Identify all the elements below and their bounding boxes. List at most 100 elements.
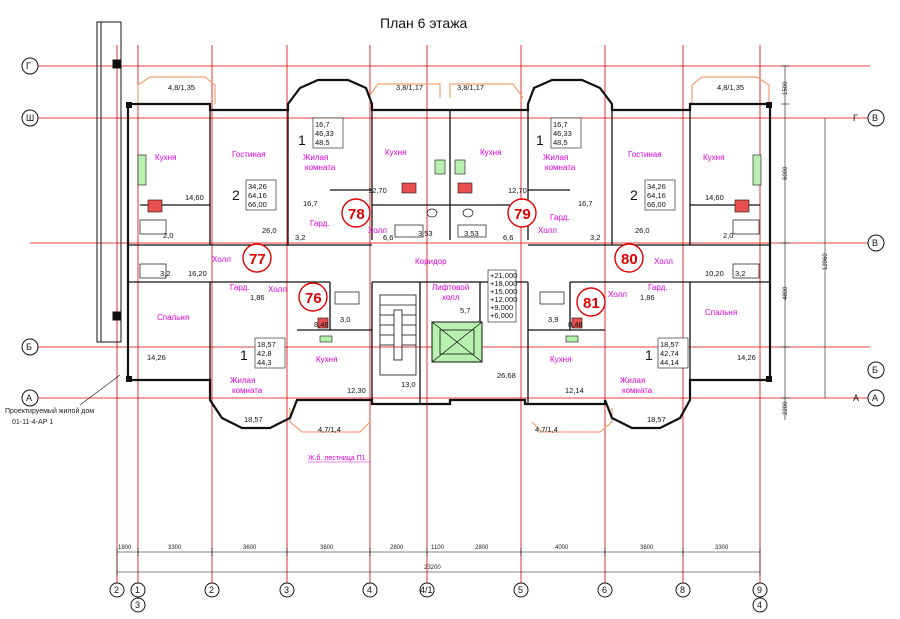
bathroom-fixtures bbox=[139, 208, 760, 305]
svg-text:комната: комната bbox=[305, 163, 336, 172]
adjacent-building bbox=[96, 21, 122, 343]
svg-text:78: 78 bbox=[348, 206, 365, 223]
room-areas: 14,60 2,0 3,2 16,20 14,26 26,0 3,2 16,7 … bbox=[147, 186, 756, 424]
svg-text:3,2: 3,2 bbox=[295, 233, 305, 242]
staircase bbox=[379, 294, 417, 376]
svg-text:01-11-4-АР 1: 01-11-4-АР 1 bbox=[12, 419, 53, 426]
svg-text:4,7/1,4: 4,7/1,4 bbox=[318, 425, 341, 434]
svg-text:2200: 2200 bbox=[783, 401, 789, 415]
svg-text:14,60: 14,60 bbox=[705, 193, 724, 202]
svg-text:+21,000: +21,000 bbox=[490, 271, 517, 280]
apartment-badge-78: 78 bbox=[341, 198, 371, 228]
svg-text:+9,000: +9,000 bbox=[490, 303, 513, 312]
svg-text:Коридор: Коридор bbox=[415, 257, 447, 266]
axis-bubbles-left: Г Ш Б А bbox=[21, 57, 39, 407]
apartment-badge-77: 77 bbox=[242, 243, 272, 273]
svg-text:2: 2 bbox=[114, 585, 119, 595]
svg-text:16,7: 16,7 bbox=[315, 120, 330, 129]
svg-text:3,53: 3,53 bbox=[418, 229, 433, 238]
svg-text:2800: 2800 bbox=[390, 545, 404, 551]
svg-text:9: 9 bbox=[757, 585, 762, 595]
svg-text:26,68: 26,68 bbox=[497, 371, 516, 380]
svg-text:14,60: 14,60 bbox=[185, 193, 204, 202]
svg-text:8,48: 8,48 bbox=[568, 320, 583, 329]
balconies bbox=[137, 76, 770, 433]
svg-text:5: 5 bbox=[518, 585, 523, 595]
svg-text:3,53: 3,53 bbox=[464, 229, 479, 238]
flat-type-boxes: 2 34,26 64,16 66,00 1 16,7 46,33 48,5 1 … bbox=[232, 117, 689, 369]
apartment-badges: 77 78 79 80 76 81 bbox=[242, 198, 644, 317]
svg-text:А: А bbox=[872, 393, 878, 403]
svg-text:Кухня: Кухня bbox=[480, 148, 501, 157]
svg-text:Б: Б bbox=[872, 365, 878, 375]
svg-text:2: 2 bbox=[209, 585, 214, 595]
notes: Проектируемый жилой дом 01-11-4-АР 1 Ж.б… bbox=[5, 374, 370, 463]
svg-text:13,0: 13,0 bbox=[401, 380, 416, 389]
svg-text:6000: 6000 bbox=[783, 166, 789, 180]
svg-text:2800: 2800 bbox=[475, 545, 489, 551]
svg-text:В: В bbox=[872, 238, 878, 248]
dimension-labels-bottom: 1800 3300 3600 3600 2800 1100 2800 4000 … bbox=[118, 545, 729, 571]
lift-shaft bbox=[431, 321, 483, 363]
svg-text:44,3: 44,3 bbox=[257, 358, 272, 367]
svg-text:Ш: Ш bbox=[26, 113, 34, 123]
svg-text:Ж.б. лестница П1: Ж.б. лестница П1 bbox=[308, 454, 366, 462]
svg-text:18,57: 18,57 bbox=[660, 340, 679, 349]
svg-text:6,6: 6,6 bbox=[503, 233, 513, 242]
svg-text:4: 4 bbox=[367, 585, 372, 595]
svg-text:4/1: 4/1 bbox=[420, 585, 433, 595]
svg-text:А: А bbox=[853, 393, 859, 403]
svg-text:3,2: 3,2 bbox=[735, 269, 745, 278]
svg-text:16,7: 16,7 bbox=[578, 199, 593, 208]
svg-text:23200: 23200 bbox=[424, 565, 441, 571]
svg-text:3: 3 bbox=[135, 600, 140, 610]
svg-text:В: В bbox=[872, 113, 878, 123]
svg-text:1: 1 bbox=[135, 585, 140, 595]
svg-text:+15,000: +15,000 bbox=[490, 287, 517, 296]
apartment-badge-76: 76 bbox=[298, 282, 328, 312]
svg-text:48,5: 48,5 bbox=[315, 138, 330, 147]
flat-type-box: 2 34,26 64,16 66,00 bbox=[630, 179, 676, 211]
svg-text:3600: 3600 bbox=[320, 545, 334, 551]
svg-text:Кухня: Кухня bbox=[385, 148, 406, 157]
svg-text:66,00: 66,00 bbox=[248, 200, 267, 209]
vent-shafts bbox=[147, 182, 750, 329]
svg-text:комната: комната bbox=[545, 163, 576, 172]
apartment-badge-81: 81 bbox=[576, 287, 606, 317]
dimension-labels-right: 1500 6000 12960 4800 2200 bbox=[783, 81, 829, 415]
svg-text:Гард.: Гард. bbox=[550, 213, 570, 222]
svg-text:14,26: 14,26 bbox=[737, 353, 756, 362]
svg-text:Кухня: Кухня bbox=[155, 153, 176, 162]
svg-text:77: 77 bbox=[249, 251, 266, 268]
svg-text:Гостиная: Гостиная bbox=[628, 150, 662, 159]
svg-text:4,8/1,35: 4,8/1,35 bbox=[717, 83, 744, 92]
svg-text:Кухня: Кухня bbox=[316, 355, 337, 364]
svg-text:81: 81 bbox=[583, 295, 600, 312]
svg-text:4000: 4000 bbox=[555, 545, 569, 551]
svg-text:Г: Г bbox=[853, 113, 858, 123]
dimension-lines-bottom bbox=[116, 548, 761, 576]
svg-text:Холл: Холл bbox=[368, 226, 387, 235]
svg-text:+18,000: +18,000 bbox=[490, 279, 517, 288]
svg-text:1: 1 bbox=[536, 132, 544, 148]
svg-text:Холл: Холл bbox=[654, 257, 673, 266]
svg-text:4800: 4800 bbox=[783, 286, 789, 300]
svg-text:1: 1 bbox=[645, 347, 653, 363]
svg-text:76: 76 bbox=[305, 290, 322, 307]
svg-text:64,16: 64,16 bbox=[647, 191, 666, 200]
svg-text:4: 4 bbox=[757, 600, 762, 610]
svg-text:3,9: 3,9 bbox=[548, 315, 558, 324]
svg-text:44,14: 44,14 bbox=[660, 358, 679, 367]
flat-type-box: 1 16,7 46,33 48,5 bbox=[298, 117, 344, 149]
svg-text:6: 6 bbox=[602, 585, 607, 595]
svg-text:Кухня: Кухня bbox=[550, 355, 571, 364]
axis-bubbles-right: Г В В Б А А bbox=[853, 109, 885, 407]
svg-text:Проектируемый жилой дом: Проектируемый жилой дом bbox=[5, 407, 94, 415]
svg-text:26,0: 26,0 bbox=[262, 226, 277, 235]
svg-text:18,57: 18,57 bbox=[244, 415, 263, 424]
svg-text:Жилая: Жилая bbox=[543, 153, 568, 162]
svg-text:Г: Г bbox=[26, 61, 31, 71]
svg-text:16,20: 16,20 bbox=[188, 269, 207, 278]
flat-type-box: 2 34,26 64,16 66,00 bbox=[232, 179, 277, 211]
